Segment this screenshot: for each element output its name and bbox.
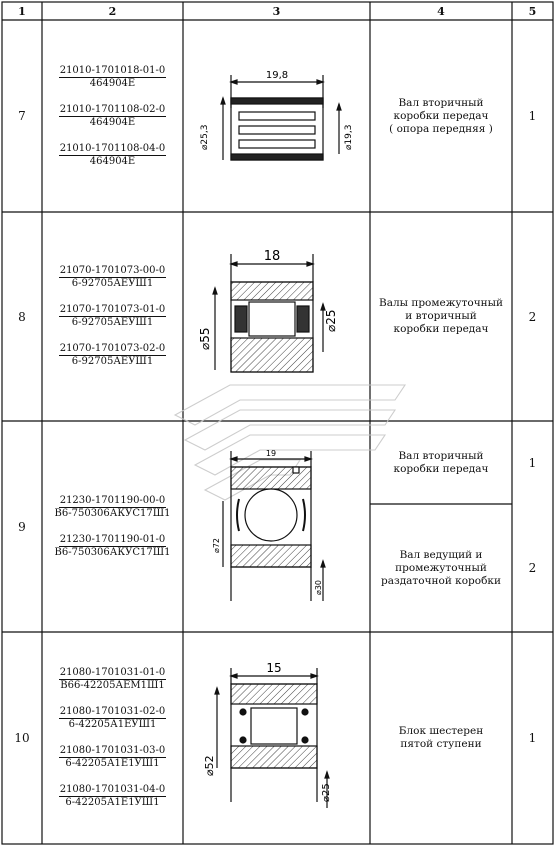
row-8-number: 8	[18, 309, 26, 324]
row-8-description: Валы промежуточный и вторичный коробки п…	[378, 297, 504, 335]
header-col-2: 2	[108, 4, 117, 18]
row-7-number: 7	[18, 109, 26, 123]
dim-outer: ⌀52	[203, 755, 216, 776]
dim-width: 15	[266, 661, 281, 675]
row-10-number: 10	[14, 731, 30, 745]
row-9b-description: Вал ведущий и промежуточный раздаточной …	[381, 548, 501, 587]
row-9a-description: Вал вторичный коробки передач	[393, 449, 489, 475]
ball-bearing-drawing: 19 ⌀72 ⌀30	[212, 449, 326, 601]
header-col-5: 5	[528, 4, 537, 18]
row-9-number: 9	[18, 519, 26, 534]
dim-inner: ⌀19,3	[344, 125, 354, 150]
roller-bearing-drawing: 18 ⌀55 ⌀25	[198, 249, 338, 373]
row-7-description: Вал вторичный коробки передач ( опора пе…	[389, 96, 493, 135]
dim-inner: ⌀25	[321, 783, 332, 802]
row-9b-quantity: 2	[528, 561, 537, 575]
header-col-4: 4	[437, 4, 445, 18]
header-col-1: 1	[18, 4, 26, 18]
dim-inner: ⌀25	[324, 310, 338, 333]
needle-bearing-drawing: 19,8 ⌀25,3 ⌀19,3	[200, 70, 354, 161]
dim-outer: ⌀55	[198, 328, 212, 351]
row-10-quantity: 1	[528, 731, 537, 745]
dim-width: 18	[264, 249, 281, 264]
row-10-description: Блок шестерен пятой ступени	[398, 725, 484, 750]
row-8-quantity: 2	[528, 309, 537, 324]
cluster-gear-bearing-drawing: 15 ⌀52 ⌀25	[203, 661, 332, 808]
dim-outer: ⌀25,3	[200, 125, 210, 150]
dim-width: 19	[266, 449, 276, 458]
dim-width: 19,8	[266, 70, 288, 81]
row-9a-quantity: 1	[528, 455, 537, 470]
header-col-3: 3	[272, 4, 281, 18]
row-7-quantity: 1	[528, 109, 537, 123]
dim-outer: ⌀72	[212, 538, 221, 553]
dim-inner: ⌀30	[314, 580, 323, 595]
